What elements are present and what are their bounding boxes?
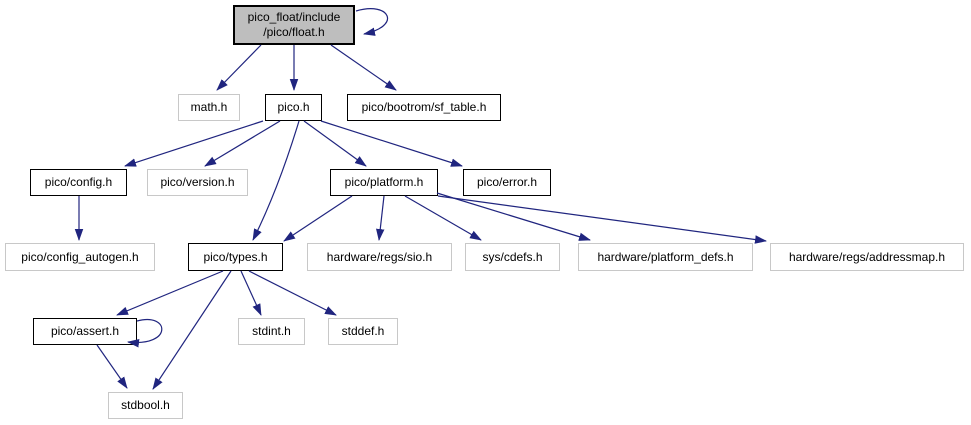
graph-node-config[interactable]: pico/config.h [30, 169, 127, 196]
include-edge-types-stdint [240, 270, 262, 316]
graph-node-float: pico_float/include /pico/float.h [233, 5, 355, 45]
graph-node-error[interactable]: pico/error.h [463, 169, 551, 196]
graph-node-math: math.h [178, 94, 240, 121]
include-edge-pico-types [252, 120, 300, 241]
graph-node-assert[interactable]: pico/assert.h [33, 318, 137, 345]
include-edge-types-stddef [248, 270, 337, 316]
graph-node-stdbool: stdbool.h [108, 392, 183, 419]
graph-node-config-autogen: pico/config_autogen.h [5, 243, 155, 271]
include-edge-assert-stdbool [96, 344, 128, 389]
include-edge-platform-types [283, 195, 353, 242]
include-edge-platform-addressmap [437, 195, 767, 244]
graph-node-cdefs: sys/cdefs.h [465, 243, 560, 271]
include-edge-float-math [216, 44, 262, 91]
graph-node-platform[interactable]: pico/platform.h [330, 169, 438, 196]
include-edge-platform-sio [376, 195, 385, 241]
graph-node-stddef: stddef.h [328, 318, 398, 345]
graph-node-version: pico/version.h [147, 169, 248, 196]
include-edge-types-assert [116, 270, 224, 316]
include-edge-types-stdbool [152, 270, 232, 390]
include-edge-platform-cdefs [404, 195, 482, 241]
graph-node-sf-table[interactable]: pico/bootrom/sf_table.h [347, 94, 501, 121]
include-edge-pico-version [204, 120, 281, 167]
graph-node-types[interactable]: pico/types.h [188, 243, 283, 271]
graph-node-platform-defs: hardware/platform_defs.h [578, 243, 753, 271]
include-edge-float-sf-table [330, 44, 397, 91]
include-edge-float-float [355, 8, 389, 36]
graph-node-stdint: stdint.h [238, 318, 305, 345]
include-edge-pico-config [124, 120, 264, 167]
include-edge-pico-platform [303, 120, 367, 167]
graph-node-addressmap: hardware/regs/addressmap.h [770, 243, 964, 271]
graph-node-pico[interactable]: pico.h [265, 94, 322, 121]
include-edge-pico-error [320, 120, 463, 167]
include-edge-platform-platform-defs [436, 192, 591, 241]
graph-node-sio: hardware/regs/sio.h [307, 243, 452, 271]
